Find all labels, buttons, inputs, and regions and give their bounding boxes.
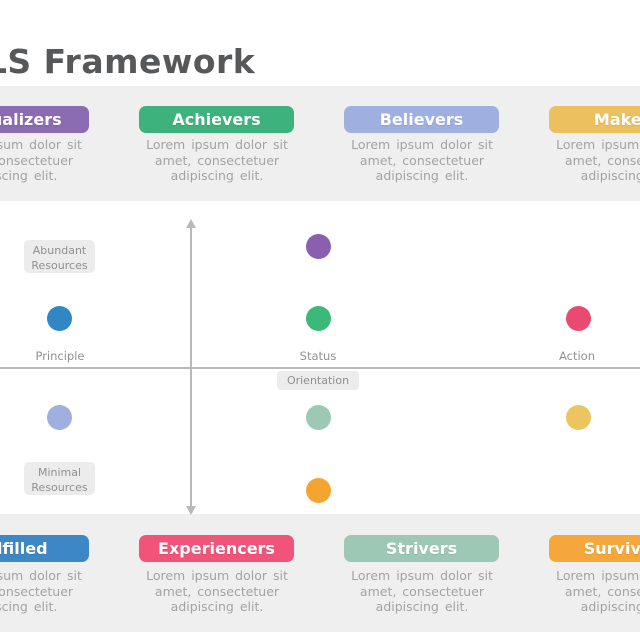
category-description: Lorem ipsum dolor sit amet, consectetuer… (146, 568, 288, 614)
axis-label-principle: Principle (35, 349, 85, 363)
horizontal-axis-line (0, 367, 640, 369)
minimal-resources-label: Minimal Resources (24, 462, 95, 495)
category-description: Lorem ipsum dolor sit amet, consectetuer… (0, 568, 82, 614)
category-pill-survivors: Survivors (549, 535, 640, 562)
axis-label-action: Action (558, 349, 596, 363)
category-description: Lorem ipsum dolor sit amet, consectetuer… (351, 568, 493, 614)
category-pill-actualizers: Actualizers (0, 106, 89, 133)
category-pill-believers: Believers (344, 106, 499, 133)
category-pill-fulfilled: Fulfilled (0, 535, 89, 562)
achievers-dot (305, 305, 331, 331)
category-description: Lorem ipsum dolor sit amet, consectetuer… (146, 137, 288, 183)
category-description: Lorem ipsum dolor sit amet, consectetuer… (351, 137, 493, 183)
believers-dot (46, 404, 72, 430)
makers-dot (565, 404, 591, 430)
category-description: Lorem ipsum dolor sit amet, consectetuer… (0, 137, 82, 183)
axis-label-status: Status (299, 349, 337, 363)
category-description: Lorem ipsum dolor sit amet, consectetuer… (556, 568, 640, 614)
abundant-resources-label: Abundant Resources (24, 240, 95, 273)
strivers-dot (305, 404, 331, 430)
category-pill-makers: Makers (549, 106, 640, 133)
category-pill-achievers: Achievers (139, 106, 294, 133)
fulfilled-dot (46, 305, 72, 331)
axis-arrow-down-icon (186, 506, 196, 515)
category-pill-strivers: Strivers (344, 535, 499, 562)
page-title: VALS Framework (0, 42, 256, 82)
category-description: Lorem ipsum dolor sit amet, consectetuer… (556, 137, 640, 183)
axis-arrow-up-icon (186, 219, 196, 228)
survivors-dot (305, 477, 331, 503)
category-pill-experiencers: Experiencers (139, 535, 294, 562)
actualizers-dot (305, 233, 331, 259)
orientation-label: Orientation (277, 371, 359, 390)
experiencers-dot (565, 305, 591, 331)
